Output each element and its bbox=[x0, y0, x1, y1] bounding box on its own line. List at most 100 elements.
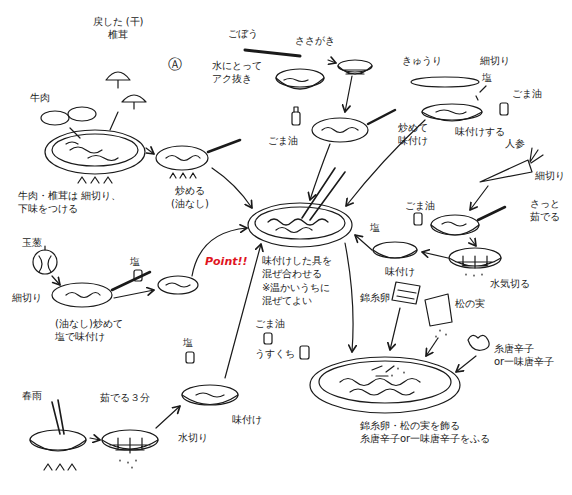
bowl bbox=[422, 104, 482, 120]
ingredient-name: ごぼう bbox=[228, 28, 258, 41]
oil-bottle bbox=[414, 213, 422, 225]
arrow bbox=[114, 290, 154, 298]
noodles bbox=[340, 379, 420, 396]
step-note: ささがき bbox=[295, 35, 335, 48]
arrow bbox=[426, 338, 438, 356]
onion bbox=[33, 250, 57, 274]
bowl-body bbox=[373, 250, 417, 258]
arrow bbox=[456, 356, 476, 372]
step-note: 水気切る bbox=[490, 278, 530, 291]
ingredient-name: 春雨 bbox=[22, 390, 42, 403]
noodles bbox=[268, 219, 328, 233]
arrow bbox=[156, 406, 180, 428]
topping-name: 糸唐辛子 or一味唐辛子 bbox=[494, 343, 564, 368]
water-drops bbox=[120, 460, 136, 468]
pan bbox=[45, 130, 145, 174]
flame bbox=[78, 177, 112, 183]
point-mark: Point!! bbox=[205, 255, 248, 269]
chopsticks bbox=[52, 400, 64, 434]
salt-shaker bbox=[134, 270, 142, 281]
seasoning-name: ごま油 bbox=[268, 135, 298, 148]
arrow bbox=[355, 235, 372, 250]
ingredient-name: 玉葱 bbox=[22, 237, 42, 250]
step-note: 細切り bbox=[12, 292, 42, 305]
water-drops bbox=[466, 274, 482, 276]
pan-handle bbox=[368, 110, 395, 124]
pot bbox=[431, 215, 479, 235]
shiitake bbox=[122, 95, 146, 109]
pot-body bbox=[30, 440, 86, 451]
pan-contents bbox=[166, 283, 190, 287]
step-note: 茹でる３分 bbox=[100, 392, 150, 405]
step-note: 味付け bbox=[232, 414, 262, 427]
bowl-body bbox=[422, 110, 482, 121]
flame bbox=[170, 173, 196, 178]
step-note: 味付け bbox=[385, 266, 415, 279]
topping-name: 松の実 bbox=[455, 298, 485, 311]
seasoning-name: 塩 bbox=[482, 72, 492, 85]
seasoning-name: ごま油 bbox=[255, 318, 285, 331]
step-note: 味付けする bbox=[455, 126, 505, 139]
soy-bottle bbox=[300, 346, 309, 359]
step-note: 炒める (油なし) bbox=[168, 185, 212, 210]
ingredient-name: きゅうり bbox=[402, 55, 442, 68]
oil-bottle bbox=[292, 112, 300, 125]
salt-shaker bbox=[186, 352, 194, 363]
step-note: 水にとって アク抜き bbox=[212, 60, 270, 85]
ingredient-name: 牛肉 bbox=[30, 92, 50, 105]
pan-contents bbox=[66, 142, 118, 161]
pan-rim bbox=[52, 134, 138, 166]
carrot-leaves bbox=[530, 148, 543, 163]
burdock bbox=[245, 50, 300, 56]
egg-topping bbox=[372, 366, 394, 376]
arrow bbox=[470, 238, 476, 246]
strainer-mesh bbox=[102, 438, 158, 453]
pot bbox=[30, 430, 86, 450]
pan-handle bbox=[112, 272, 150, 290]
pan bbox=[156, 146, 208, 170]
step-note: さっと 茹でる bbox=[530, 198, 564, 223]
pan bbox=[52, 283, 112, 307]
oil-bottle-neck bbox=[294, 107, 298, 112]
beef-slice bbox=[68, 107, 96, 121]
step-note: 炒めて 味付け bbox=[398, 122, 434, 147]
seasoning-name: 塩 bbox=[183, 337, 193, 350]
pan-contents bbox=[322, 128, 358, 133]
oil-bottle bbox=[500, 103, 508, 115]
pot-contents bbox=[442, 222, 466, 226]
step-note: ※温かいうちに 混ぜてよい bbox=[262, 282, 348, 307]
pan-contents bbox=[166, 156, 200, 161]
onion-lines bbox=[39, 246, 51, 272]
arrow bbox=[52, 276, 60, 285]
seasoning-name: ごま油 bbox=[405, 200, 435, 213]
arrow bbox=[212, 168, 252, 208]
pot-handle bbox=[478, 207, 505, 220]
step-note: 水切り bbox=[178, 432, 208, 445]
chopsticks bbox=[302, 168, 345, 220]
seasoning-name: うすくち bbox=[255, 348, 295, 361]
seasoning-name: ごま油 bbox=[512, 88, 542, 101]
nut-topping bbox=[392, 368, 404, 376]
chili-threads bbox=[468, 335, 489, 350]
bowl bbox=[373, 242, 417, 258]
cucumber bbox=[411, 77, 479, 87]
ingredient-name: 人参 bbox=[505, 138, 525, 151]
carrot bbox=[480, 160, 532, 182]
mixing-bowl-rim bbox=[255, 207, 345, 239]
flame bbox=[44, 464, 76, 470]
step-note: (油なし)炒めて 塩で味付け bbox=[55, 318, 131, 343]
step-note: 細切り bbox=[480, 55, 510, 68]
arrow bbox=[470, 186, 488, 210]
arrow bbox=[192, 228, 247, 276]
pan bbox=[158, 276, 198, 294]
shiitake bbox=[106, 72, 130, 88]
step-note: 錦糸卵・松の実を飾る 糸唐辛子or一味唐辛子をふる bbox=[360, 420, 500, 445]
pine-nut-bag bbox=[425, 294, 452, 326]
pine-nuts bbox=[436, 330, 446, 337]
arrow bbox=[390, 308, 400, 350]
pot-body bbox=[431, 225, 479, 235]
step-note: 味付けした具を 混ぜ合わせる bbox=[262, 255, 338, 280]
arrow bbox=[345, 76, 352, 112]
arrow bbox=[90, 438, 100, 440]
